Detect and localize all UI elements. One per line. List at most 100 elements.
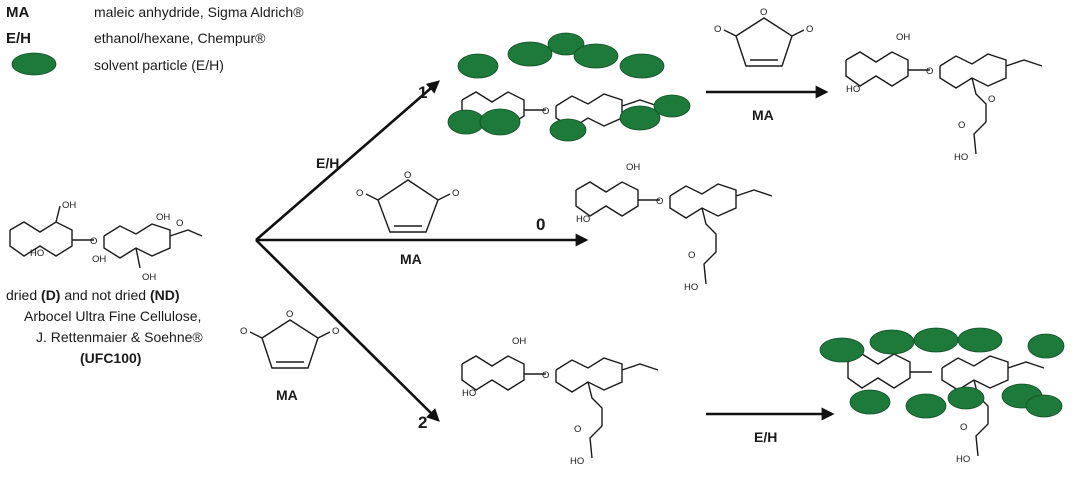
maleic-anhydride-route-1: O O O (714, 7, 813, 67)
solvent-particle (547, 32, 585, 56)
product-route-1: OH HO O O O HO (845, 32, 1043, 163)
legend-desc-ma: maleic anhydride, Sigma Aldrich® (94, 4, 304, 20)
carbonyl-right (791, 29, 805, 37)
solvent-particle (447, 109, 485, 135)
chain-end (1005, 59, 1043, 67)
solvent-particle (905, 393, 947, 419)
solvent-particle (549, 118, 587, 142)
atom-o: O (714, 24, 721, 35)
carbonyl-right (437, 193, 451, 201)
solvent-particle (457, 53, 499, 79)
ring-right (555, 357, 623, 393)
caption-code-d: (D) (41, 287, 60, 303)
atom-o: O (404, 170, 411, 181)
ring-right (941, 355, 1009, 391)
ring-left (575, 181, 639, 217)
atom-o: O (656, 196, 663, 207)
caption-text-not-dried: and not dried (60, 287, 150, 303)
solvent-particles-r1 (447, 32, 691, 142)
atom-o: O (926, 66, 933, 77)
legend-key-ma: MA (6, 4, 29, 21)
atom-o: O (688, 250, 695, 261)
solvent-particles-r2 (819, 327, 1065, 419)
atom-o: O (356, 188, 363, 199)
route-1-intermediate: HO O (447, 32, 691, 142)
anhydride-ring (735, 17, 793, 67)
carbonyl-left (723, 29, 737, 37)
atom-ho: HO (30, 248, 44, 259)
solvent-particle (619, 53, 665, 79)
carbonyl-left (365, 193, 379, 201)
ch2oh-bond-right (135, 247, 141, 269)
anhydride-ring (377, 179, 439, 233)
chain-end (1007, 361, 1045, 369)
atom-o: O (176, 218, 183, 229)
start-caption-line2: Arbocel Ultra Fine Cellulose, (24, 308, 201, 324)
route-1-second-label: MA (752, 107, 774, 123)
ester-chain (587, 381, 603, 459)
maleic-anhydride-route-0: O O O (356, 170, 459, 233)
product-route-0: OH HO O O HO (575, 162, 773, 293)
solvent-particle (849, 389, 891, 415)
atom-o: O (988, 94, 995, 105)
arrow-route-1 (255, 80, 440, 241)
route-0-label: MA (400, 251, 422, 267)
route-number-0: 0 (536, 215, 545, 234)
atom-oh: OH (142, 272, 156, 283)
solvent-particle (1025, 394, 1063, 418)
start-cellulose: OH HO OH O O OH OH dried (D) and not dri… (6, 200, 203, 366)
chain-end (621, 363, 659, 371)
atom-oh: OH (896, 32, 910, 43)
caption-code-nd: (ND) (150, 287, 180, 303)
atom-o: O (90, 236, 97, 247)
route-1-label: E/H (316, 155, 339, 171)
start-caption-line3: J. Rettenmaier & Soehne® (36, 329, 203, 345)
atom-o: O (240, 326, 247, 337)
solvent-particle (869, 329, 915, 355)
solvent-particle (507, 41, 553, 67)
start-caption-line1: dried (D) and not dried (ND) (6, 287, 180, 303)
atom-oh: OH (626, 162, 640, 173)
ring-left (847, 353, 911, 389)
branch-arrows: 1 E/H 0 MA 2 (255, 80, 589, 432)
cellobiose-structure-start: OH HO OH O O OH OH (9, 200, 203, 283)
atom-oh: OH (62, 200, 76, 211)
solvent-particle (1027, 333, 1065, 359)
ring-right (669, 183, 737, 219)
solvent-particle (619, 105, 661, 131)
solvent-particle (573, 43, 619, 69)
atom-ho: HO (576, 214, 590, 225)
chain-end (735, 189, 773, 197)
solvent-particle (479, 108, 521, 136)
atom-o: O (958, 120, 965, 131)
intermediate-route-2: OH HO O O HO (461, 336, 659, 467)
solvent-particle (819, 337, 865, 363)
arrow-route-2 (255, 239, 440, 422)
solvent-particle-icon (11, 52, 57, 76)
solvent-particle (947, 386, 985, 410)
ring-left (9, 221, 73, 257)
atom-o: O (806, 24, 813, 35)
atom-o: O (574, 424, 581, 435)
anhydride-ring (261, 319, 319, 369)
start-caption-line4: (UFC100) (80, 350, 141, 366)
cellobiose-structure-r2-product: O HO (847, 353, 1045, 465)
atom-ho: HO (570, 456, 584, 467)
ring-left (845, 51, 909, 87)
atom-ho: HO (956, 454, 970, 465)
solvent-particle (653, 94, 691, 118)
atom-oh: OH (92, 254, 106, 265)
atom-o: O (760, 7, 767, 18)
route-number-1: 1 (418, 83, 427, 102)
ester-chain (971, 77, 987, 155)
atom-o: O (286, 309, 293, 320)
caption-text-dried: dried (6, 287, 41, 303)
product-route-2: O HO (819, 327, 1065, 465)
atom-ho: HO (462, 388, 476, 399)
carbonyl-right (317, 331, 331, 339)
solvent-particle (913, 327, 959, 353)
legend-desc-particle: solvent particle (E/H) (94, 57, 224, 73)
atom-o: O (960, 422, 967, 433)
legend: MA maleic anhydride, Sigma Aldrich® E/H … (6, 4, 304, 76)
maleic-anhydride-route-2: O O O (240, 309, 339, 369)
